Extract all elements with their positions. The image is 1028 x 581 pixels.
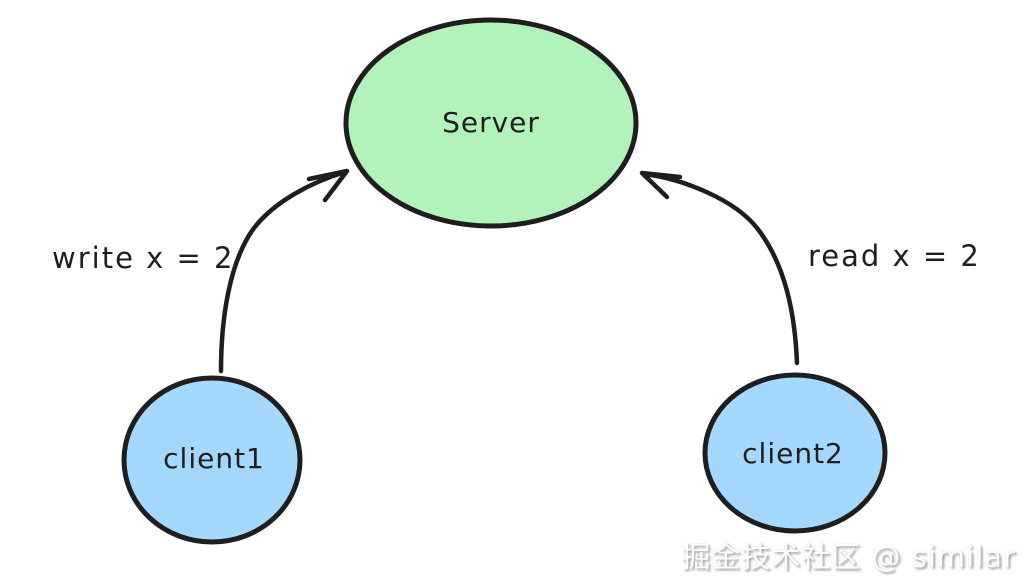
- edge-label-read: read x = 2: [808, 239, 981, 273]
- server-ellipse: [343, 17, 639, 229]
- node-client1: client1: [121, 375, 303, 545]
- watermark: 掘金技术社区 @ similar: [681, 540, 1016, 574]
- node-server: Server: [343, 17, 639, 229]
- edge-client2-to-server: [639, 170, 800, 366]
- node-client2: client2: [702, 372, 888, 534]
- client2-circle: [702, 372, 888, 534]
- arrow-head-icon: [639, 170, 683, 200]
- edge-label-write: write x = 2: [52, 241, 234, 275]
- arrow-shaft: [641, 171, 800, 366]
- arrow-shaft: [218, 169, 348, 374]
- server-label: Server: [442, 106, 540, 139]
- client1-label: client1: [163, 442, 265, 475]
- client2-label: client2: [742, 437, 844, 470]
- arrow-head-icon: [306, 168, 350, 203]
- client1-circle: [121, 375, 303, 545]
- edge-client1-to-server: [218, 168, 350, 374]
